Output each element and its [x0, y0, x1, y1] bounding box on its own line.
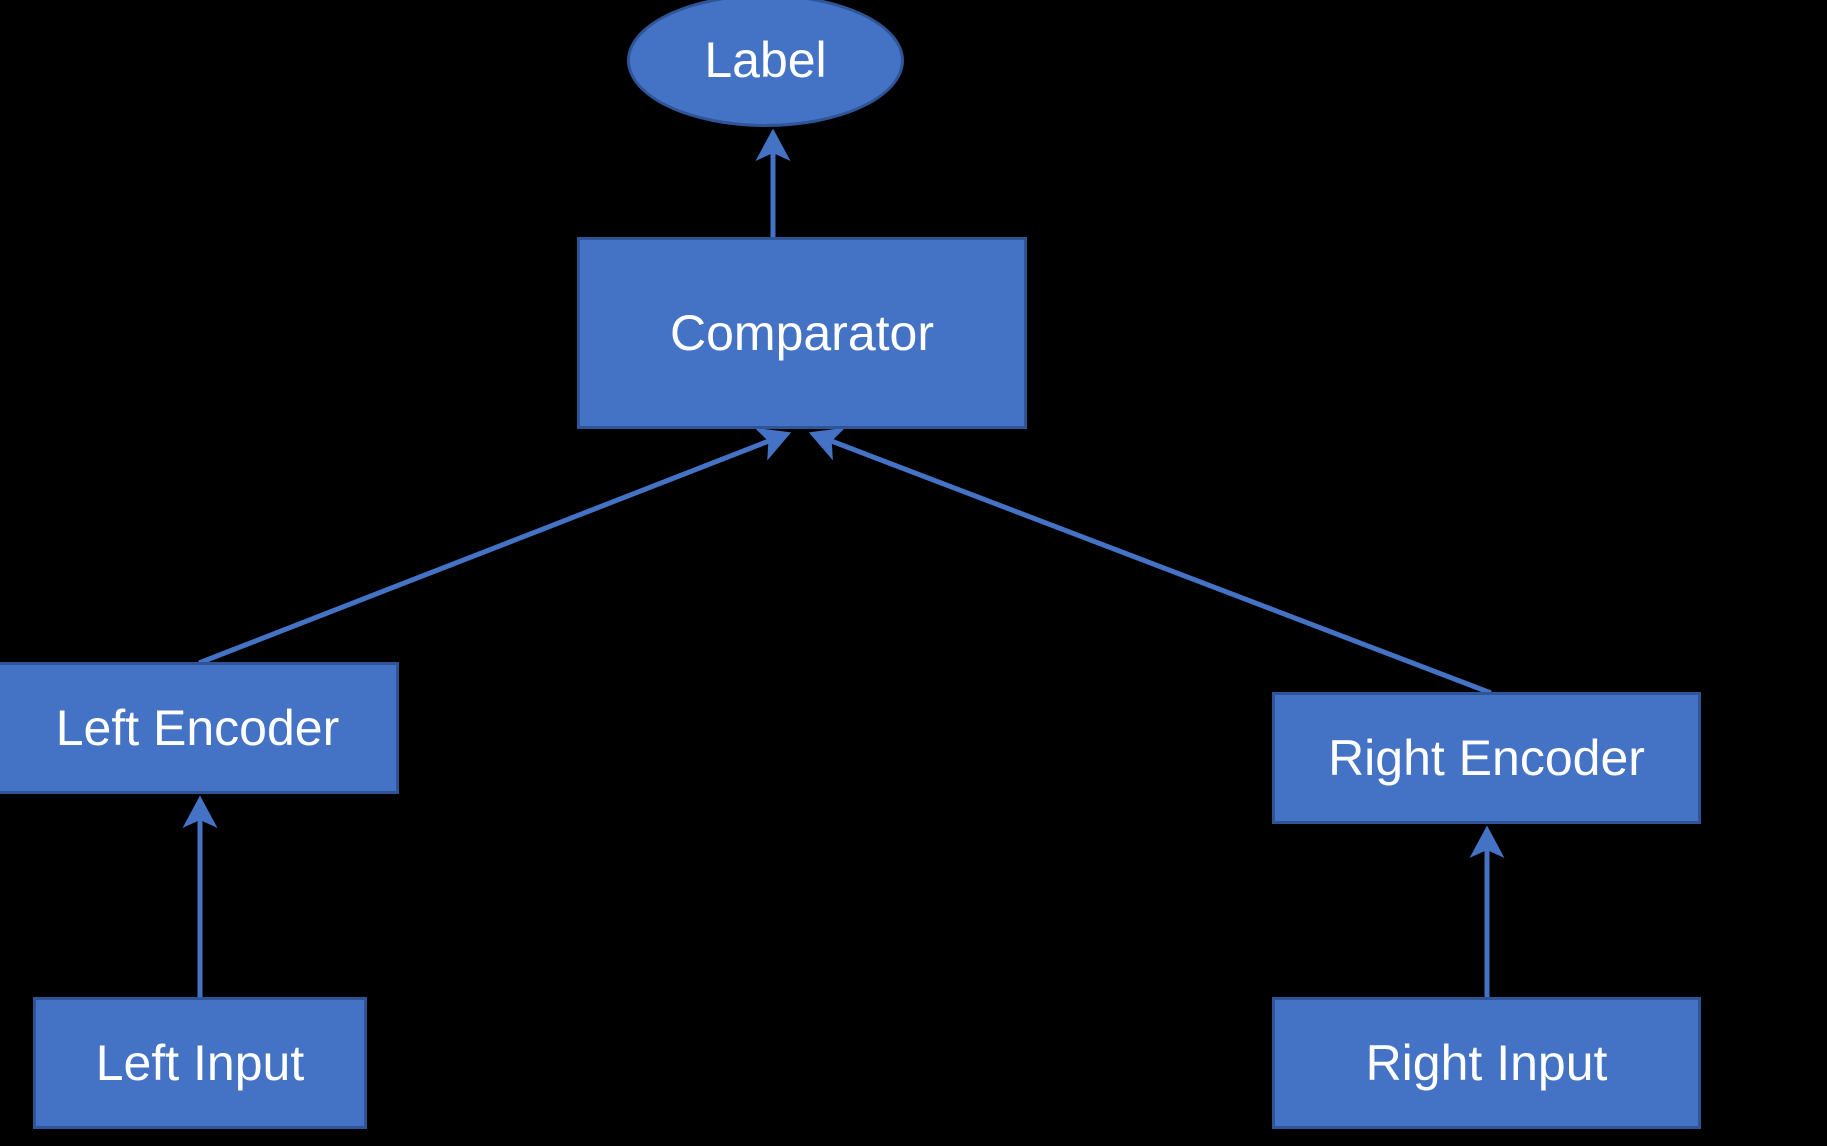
node-left-input[interactable]: Left Input: [33, 997, 367, 1129]
node-right-input[interactable]: Right Input: [1272, 997, 1701, 1129]
node-right-encoder[interactable]: Right Encoder: [1272, 692, 1701, 824]
node-left-encoder-text: Left Encoder: [55, 699, 340, 756]
edge-right-encoder-to-comparator: [808, 427, 1492, 696]
edge-left-encoder-to-comparator: [198, 427, 792, 666]
node-right-input-text: Right Input: [1365, 1034, 1608, 1091]
node-comparator-text: Comparator: [670, 304, 934, 361]
node-label[interactable]: Label: [627, 0, 904, 127]
node-right-encoder-text: Right Encoder: [1328, 729, 1645, 786]
node-left-encoder[interactable]: Left Encoder: [0, 662, 399, 794]
node-left-input-text: Left Input: [95, 1034, 305, 1091]
node-label-text: Label: [704, 32, 827, 89]
node-comparator[interactable]: Comparator: [577, 237, 1027, 429]
